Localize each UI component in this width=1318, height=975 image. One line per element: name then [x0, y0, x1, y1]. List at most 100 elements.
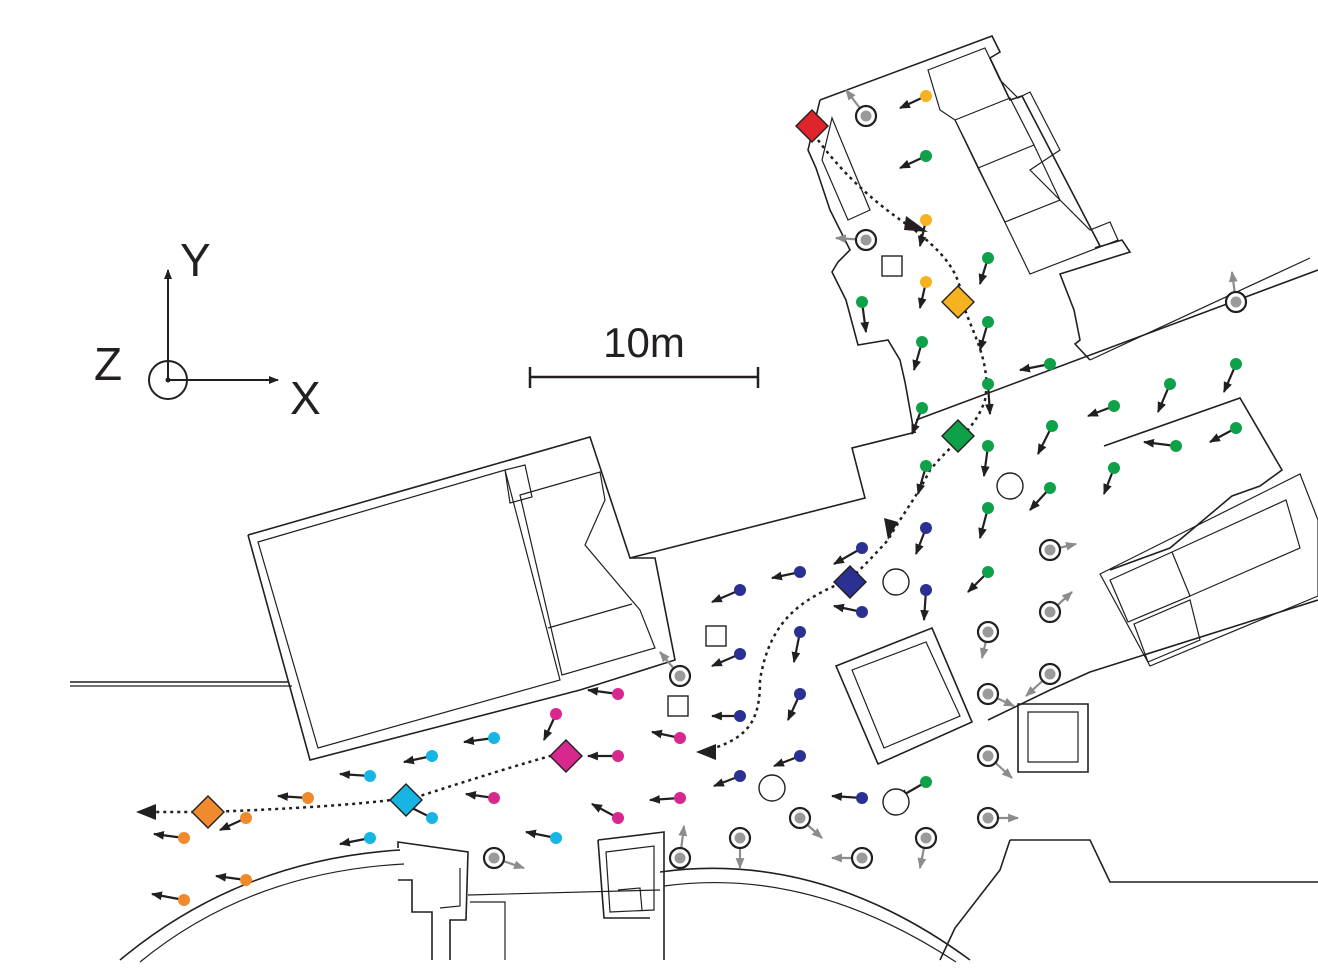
agent-dot-grey [982, 688, 994, 700]
agent-dot-green [1170, 440, 1182, 452]
z-axis-label: Z [94, 338, 122, 390]
agent-dot-grey [674, 852, 686, 864]
agent-dot-green [916, 402, 928, 414]
agent-dot-orange [178, 894, 190, 906]
south-stub-left [397, 841, 469, 960]
agent-dot-green [982, 378, 994, 390]
agent-dot-navy [734, 710, 746, 722]
agent-dot-grey [982, 626, 994, 638]
agent-dot-grey [860, 234, 872, 246]
agent-dot-orange [302, 792, 314, 804]
central-pillar-inner [851, 641, 961, 749]
agent-dot-green [856, 296, 868, 308]
wall-north-west [807, 99, 915, 433]
agent-dot-orange [240, 874, 252, 886]
agent-dot-green [916, 336, 928, 348]
agent-dot-navy [920, 584, 932, 596]
agent-dot-magenta [612, 812, 624, 824]
agent-dot-navy [734, 770, 746, 782]
scale-bar-label: 10m [603, 319, 685, 366]
agent-dot-green [920, 776, 932, 788]
waypoint-diamond-yellow [941, 285, 975, 319]
waypoint-diamond-red [795, 109, 829, 143]
agent-dot-grey [860, 110, 872, 122]
agent-dot-green [1108, 400, 1120, 412]
east-pillar-inner [1027, 711, 1079, 763]
x-axis-label: X [290, 372, 321, 424]
waypoint-diamond-green [941, 419, 975, 453]
agent-dot-navy [794, 626, 806, 638]
south-arch-right-2 [663, 881, 957, 963]
south-arch-right [659, 867, 971, 961]
z-axis-circle-icon [148, 360, 188, 400]
agent-dot-navy [794, 750, 806, 762]
agent-dot-green [1108, 462, 1120, 474]
scale-bar: 10m [528, 319, 760, 388]
waypoints-layer [191, 109, 975, 829]
wall-south-diagonal [939, 839, 1011, 961]
agent-dot-orange [240, 812, 252, 824]
coordinate-axes: Y Z X [94, 234, 321, 424]
agent-dot-cyan [364, 770, 376, 782]
agent-dot-navy [734, 648, 746, 660]
floor-plan-walls [70, 34, 1318, 963]
agent-dot-cyan [426, 812, 438, 824]
agent-dot-cyan [550, 832, 562, 844]
trajectory-arrowhead [696, 744, 716, 760]
waypoint-diamond-cyan [389, 783, 423, 817]
agent-dot-grey [1044, 606, 1056, 618]
markers-layer [150, 89, 1248, 906]
agent-dot-cyan [488, 732, 500, 744]
agent-dot-yellow [920, 214, 932, 226]
waypoint-diamond-orange [191, 795, 225, 829]
east-pillar-outer [1017, 703, 1089, 773]
agent-dot-navy [856, 792, 868, 804]
agent-dot-green [982, 252, 994, 264]
central-pillar-outer [834, 626, 974, 766]
wall-north-west-inner [821, 116, 871, 221]
open-circle-marker [882, 788, 910, 816]
wall-east-block [1099, 473, 1318, 667]
wall-west-building [247, 431, 917, 559]
agent-dot-navy [794, 688, 806, 700]
agent-dot-green [920, 150, 932, 162]
agent-dot-grey [1044, 668, 1056, 680]
open-square-marker [667, 695, 689, 717]
agent-dot-green [982, 316, 994, 328]
agent-dot-grey [920, 832, 932, 844]
agent-dot-grey [488, 852, 500, 864]
trajectory-arrowhead [136, 804, 156, 820]
wall-east-upper-2 [1089, 257, 1311, 361]
z-axis-dot-icon [165, 377, 171, 383]
wall-north-building [819, 34, 1132, 361]
waypoint-diamond-navy [833, 565, 867, 599]
agent-dot-grey [982, 812, 994, 824]
trajectory-arrowhead [904, 216, 928, 232]
agent-dot-grey [734, 832, 746, 844]
agent-dot-navy [734, 584, 746, 596]
agent-dot-green [1164, 378, 1176, 390]
south-stub-mid [597, 831, 665, 960]
south-arch-left [119, 849, 401, 961]
agent-dot-cyan [364, 832, 376, 844]
wall-west-outer [247, 534, 676, 761]
agent-dot-orange [178, 832, 190, 844]
south-arch-left-2 [139, 863, 405, 963]
agent-dot-green [982, 440, 994, 452]
agent-dot-navy [856, 542, 868, 554]
wall-south-east-lower [1010, 839, 1318, 883]
agent-dot-magenta [612, 750, 624, 762]
open-circle-marker [996, 472, 1024, 500]
south-stub-mid-inner [605, 845, 655, 913]
agent-dot-yellow [920, 90, 932, 102]
wall-north-inner [927, 47, 1119, 275]
y-axis-label: Y [180, 234, 211, 286]
agent-dot-magenta [674, 732, 686, 744]
south-stub-left-inner [439, 868, 661, 960]
rooms-north [954, 97, 1061, 223]
agent-dot-grey [1044, 544, 1056, 556]
agent-dot-magenta [550, 708, 562, 720]
open-square-marker [705, 625, 727, 647]
open-circle-marker [882, 568, 910, 596]
